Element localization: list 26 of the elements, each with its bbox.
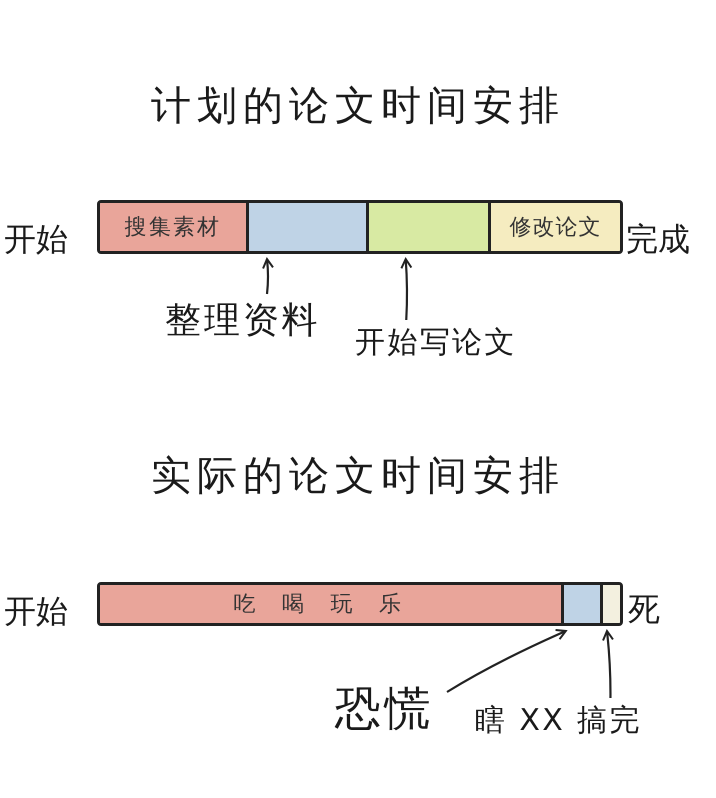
progress-bar [97,582,623,626]
arrow [446,629,567,693]
bar-end-label: 完成 [626,219,690,260]
arrow [602,630,614,698]
bar-segment [488,203,620,251]
bar-segment [561,585,600,623]
callout-text: 恐慌 [335,678,434,740]
bar-end-label: 死 [628,589,660,630]
callout-text: 开始写论文 [355,322,517,363]
arrow [262,258,274,294]
segment-label: 搜集素材 [124,214,222,242]
diagram-title: 计划的论文时间安排 [150,82,566,131]
segment-label: 吃喝玩乐 [234,591,428,619]
segment-label: 修改论文 [509,214,602,242]
callout-text: 瞎 XX 搞完 [475,700,642,741]
callout-text: 整理资料 [165,296,321,345]
bar-segment [100,585,561,623]
bar-end-label: 开始 [4,591,68,632]
arrow [400,258,412,320]
section-title: 实际的论文时间安排 [150,452,566,501]
bar-segment [366,203,488,251]
progress-bar [97,200,623,254]
bar-segment [600,585,620,623]
bar-segment [100,203,246,251]
bar-end-label: 开始 [4,219,68,260]
bar-segment [246,203,366,251]
